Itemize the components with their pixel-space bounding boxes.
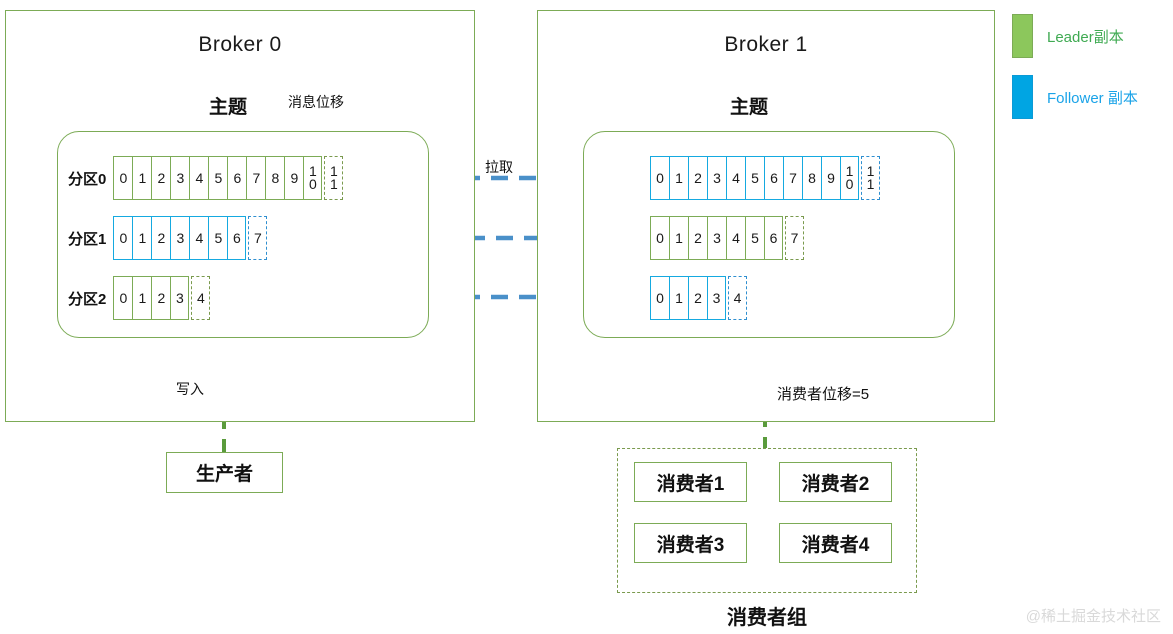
offset-cell: 8 [265, 156, 285, 200]
message-offset-annotation: 消息位移 [288, 94, 344, 110]
consumer-1-label: 消费者1 [656, 473, 725, 495]
consumer-3-box[interactable]: 消费者3 [634, 523, 747, 563]
offset-cell: 3 [707, 216, 726, 260]
offset-cell: 5 [208, 156, 228, 200]
broker-1-partition-2-row: 0 1 2 3 4 [650, 276, 747, 320]
offset-cell: 1 [132, 276, 152, 320]
producer-label: 生产者 [195, 464, 253, 485]
offset-cell: 6 [227, 216, 247, 260]
offset-cell: 3 [170, 276, 190, 320]
offset-cell: 2 [151, 216, 171, 260]
consumer-group-caption: 消费者组 [727, 607, 807, 629]
offset-cell: 6 [764, 156, 783, 200]
pull-arrow-label: 拉取 [485, 159, 513, 175]
offset-cell: 0 [113, 276, 133, 320]
partition-2-cells: 0 1 2 3 4 [113, 276, 211, 320]
offset-cell: 1 [132, 156, 152, 200]
offset-cell: 3 [707, 276, 726, 320]
offset-cell-pending: 4 [191, 276, 211, 320]
partition-2-label: 分区2 [68, 290, 107, 308]
offset-cell: 5 [745, 156, 764, 200]
offset-cell: 0 [113, 216, 133, 260]
offset-cell: 2 [688, 276, 707, 320]
offset-cell: 6 [227, 156, 247, 200]
legend-swatch-follower [1012, 75, 1033, 119]
offset-cell: 1 [132, 216, 152, 260]
consumer-4-box[interactable]: 消费者4 [779, 523, 892, 563]
consumer-4-label: 消费者4 [801, 534, 870, 556]
offset-cell: 3 [707, 156, 726, 200]
offset-cell: 3 [170, 156, 190, 200]
partition-2-cells: 0 1 2 3 4 [650, 276, 747, 320]
offset-cell: 2 [151, 156, 171, 200]
offset-cell: 0 [650, 216, 669, 260]
broker-0-title: Broker 0 [198, 33, 282, 56]
offset-cell: 5 [745, 216, 764, 260]
consumer-3-label: 消费者3 [656, 534, 725, 556]
legend-item-follower: Follower 副本 [1012, 75, 1138, 119]
consumer-2-label: 消费者2 [801, 473, 870, 495]
offset-cell: 4 [189, 156, 209, 200]
offset-cell: 2 [688, 156, 707, 200]
offset-cell: 1 [669, 276, 688, 320]
offset-cell: 0 [650, 276, 669, 320]
offset-cell: 4 [726, 156, 745, 200]
offset-cell: 2 [151, 276, 171, 320]
offset-cell: 0 [650, 156, 669, 200]
broker-0-partition-1-row: 分区1 0 1 2 3 4 5 6 7 [68, 216, 268, 260]
offset-cell: 2 [688, 216, 707, 260]
offset-cell: 4 [726, 216, 745, 260]
offset-cell: 4 [189, 216, 209, 260]
partition-1-cells: 0 1 2 3 4 5 6 7 [113, 216, 268, 260]
offset-cell: 8 [802, 156, 821, 200]
broker-1-topic-label: 主题 [730, 97, 769, 118]
offset-cell: 9 [821, 156, 840, 200]
legend-swatch-leader [1012, 14, 1033, 58]
offset-cell-pending: 4 [728, 276, 747, 320]
offset-cell: 7 [246, 156, 266, 200]
broker-0-partition-2-row: 分区2 0 1 2 3 4 [68, 276, 211, 320]
offset-cell: 9 [284, 156, 304, 200]
partition-0-label: 分区0 [68, 170, 107, 188]
legend-label-follower: Follower 副本 [1047, 89, 1138, 107]
offset-cell: 3 [170, 216, 190, 260]
offset-cell: 5 [208, 216, 228, 260]
offset-cell: 1 [669, 156, 688, 200]
offset-cell: 6 [764, 216, 783, 260]
watermark: @稀土掘金技术社区 [1025, 608, 1161, 625]
offset-cell: 0 [113, 156, 133, 200]
broker-1-partition-1-row: 0 1 2 3 4 5 6 7 [650, 216, 804, 260]
offset-cell-pending: 7 [785, 216, 804, 260]
partition-1-label: 分区1 [68, 230, 107, 248]
legend-label-leader: Leader副本 [1047, 28, 1124, 46]
consumer-2-box[interactable]: 消费者2 [779, 462, 892, 502]
consumer-1-box[interactable]: 消费者1 [634, 462, 747, 502]
broker-1-title: Broker 1 [724, 33, 808, 56]
write-arrow-label: 写入 [176, 381, 204, 397]
consumer-offset-label: 消费者位移=5 [777, 386, 870, 403]
partition-1-cells: 0 1 2 3 4 5 6 7 [650, 216, 804, 260]
producer-box[interactable]: 生产者 [166, 452, 283, 493]
offset-cell: 7 [783, 156, 802, 200]
offset-cell: 1 [669, 216, 688, 260]
legend-item-leader: Leader副本 [1012, 14, 1124, 58]
offset-cell-pending: 7 [248, 216, 268, 260]
broker-0-topic-label: 主题 [209, 97, 248, 118]
